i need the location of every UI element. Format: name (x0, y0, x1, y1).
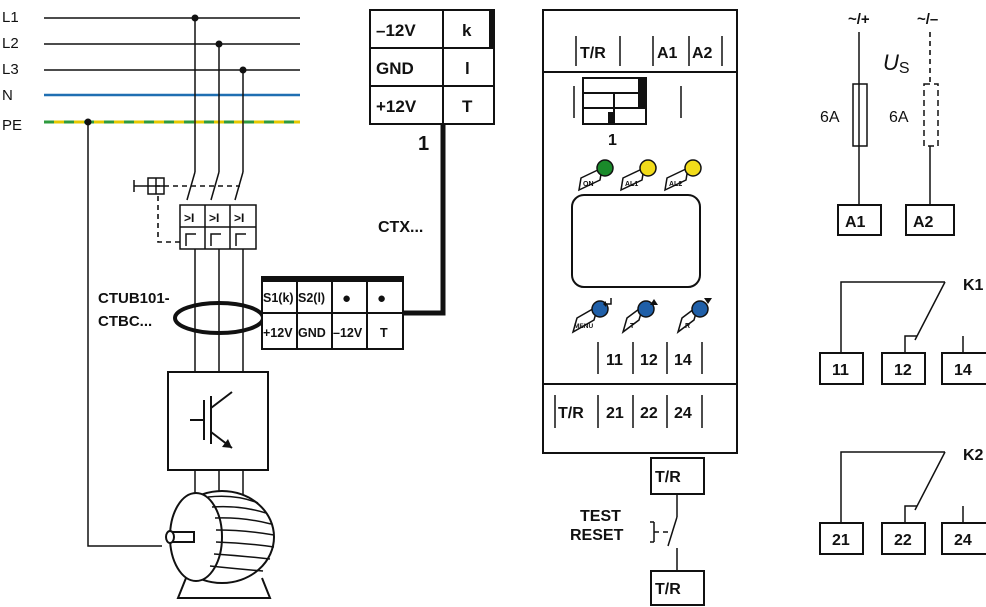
sensor-pin-dot-1: ● (342, 290, 351, 307)
motor-icon (165, 490, 275, 599)
label-l2: L2 (2, 35, 19, 52)
relay-k2-terminal-22: 22 (894, 532, 912, 549)
connector-number: 1 (418, 133, 429, 155)
device-terminal-14: 14 (674, 352, 692, 369)
menu-button[interactable]: MENU (571, 298, 612, 334)
port-connector-icon (582, 77, 647, 125)
sensor-name-1: CTUB101- (98, 290, 170, 307)
device-terminal-a1: A1 (657, 45, 678, 62)
connector-row2-left: GND (376, 59, 414, 78)
relay-k1-terminal-12: 12 (894, 362, 912, 379)
sensor-name-2: CTBC... (98, 313, 152, 330)
svg-text:>I: >I (184, 211, 194, 225)
device: T/R A1 A2 1 ON AL1 AL2 (542, 9, 738, 454)
supply-us-label: US (883, 50, 910, 77)
relay-k1: K1 11 12 14 (819, 277, 986, 385)
supply-terminal-a2: A2 (913, 214, 934, 231)
connector-row3-right: T (462, 97, 473, 116)
relay-k2: K2 21 22 24 (819, 447, 986, 555)
drive-box (167, 371, 269, 471)
device-terminal-21: 21 (606, 405, 624, 422)
test-reset-circuit: T/R T/R TEST RESET (570, 457, 705, 606)
connector-row3-left: +12V (376, 97, 417, 116)
test-label: TEST (580, 508, 621, 525)
connector-row1-right: k (462, 21, 472, 40)
device-terminal-a2: A2 (692, 45, 713, 62)
device-terminal-11: 11 (606, 352, 623, 369)
reset-label: RESET (570, 527, 624, 544)
svg-text:ON: ON (583, 181, 594, 188)
connector-row1-left: –12V (376, 21, 416, 40)
sensor-terminal-block: CTUB101- CTBC... S1(k) S2(l) ● ● +12V GN… (98, 119, 446, 350)
device-display (571, 194, 701, 288)
label-pe: PE (2, 117, 22, 134)
device-terminal-tr-top: T/R (580, 45, 606, 62)
fuse-a1 (852, 83, 868, 147)
sensor-pin-gnd: GND (298, 326, 326, 340)
svg-text:>I: >I (209, 211, 219, 225)
r-button[interactable]: R (676, 298, 712, 334)
connector-row2-right: l (465, 59, 470, 78)
svg-text:AL1: AL1 (625, 181, 638, 188)
sensor-pin-s1: S1(k) (263, 291, 294, 305)
led-on-indicator: ON (578, 159, 614, 192)
svg-text:MENU: MENU (574, 323, 593, 330)
supply-lines: L1 L2 L3 N PE (2, 9, 300, 134)
device-terminal-12: 12 (640, 352, 658, 369)
led-al2-indicator: AL2 (664, 159, 702, 192)
relay-k1-terminal-11: 11 (832, 362, 849, 379)
supply-minus-label: ~/– (917, 11, 938, 28)
relay-k2-terminal-21: 21 (832, 532, 850, 549)
fuse-a2-rating: 6A (889, 109, 909, 126)
connector-block: –12V k GND l +12V T 1 CTX... (369, 9, 495, 236)
label-l3: L3 (2, 61, 19, 78)
device-terminal-tr-bottom: T/R (558, 405, 584, 422)
sensor-pin-neg12v: –12V (333, 326, 363, 340)
svg-text:T: T (630, 323, 635, 330)
label-n: N (2, 87, 13, 104)
up-arrow-icon (650, 299, 658, 305)
sensor-pin-t: T (380, 326, 388, 340)
test-reset-terminal-bottom: T/R (655, 581, 681, 598)
t-button[interactable]: T (621, 299, 658, 334)
supply-terminal-a1: A1 (845, 214, 866, 231)
label-l1: L1 (2, 9, 19, 26)
led-al1-indicator: AL1 (620, 159, 657, 192)
sensor-pin-12v: +12V (263, 326, 293, 340)
device-terminal-24: 24 (674, 405, 692, 422)
svg-text:>I: >I (234, 211, 244, 225)
device-terminal-22: 22 (640, 405, 658, 422)
relay-k2-label: K2 (963, 447, 984, 464)
svg-text:R: R (685, 323, 690, 330)
svg-text:AL2: AL2 (669, 181, 682, 188)
sensor-pin-dot-2: ● (377, 290, 386, 307)
motor-feed: >I >I >I (87, 18, 269, 547)
sensor-pin-s2: S2(l) (298, 291, 325, 305)
igbt-icon (190, 391, 233, 449)
relay-k1-terminal-14: 14 (954, 362, 972, 379)
fuse-a1-rating: 6A (820, 109, 840, 126)
down-arrow-icon (704, 298, 712, 304)
test-reset-terminal-top: T/R (655, 469, 681, 486)
enter-arrow-icon (606, 298, 612, 305)
relay-k2-terminal-24: 24 (954, 532, 972, 549)
device-port-number: 1 (608, 132, 617, 149)
relay-k1-label: K1 (963, 277, 984, 294)
fuse-a2 (923, 83, 939, 147)
supply-plus-label: ~/+ (848, 11, 870, 28)
cable-label: CTX... (378, 219, 423, 236)
supply-circuit: ~/+ ~/– US 6A 6A A1 A2 (820, 11, 955, 236)
